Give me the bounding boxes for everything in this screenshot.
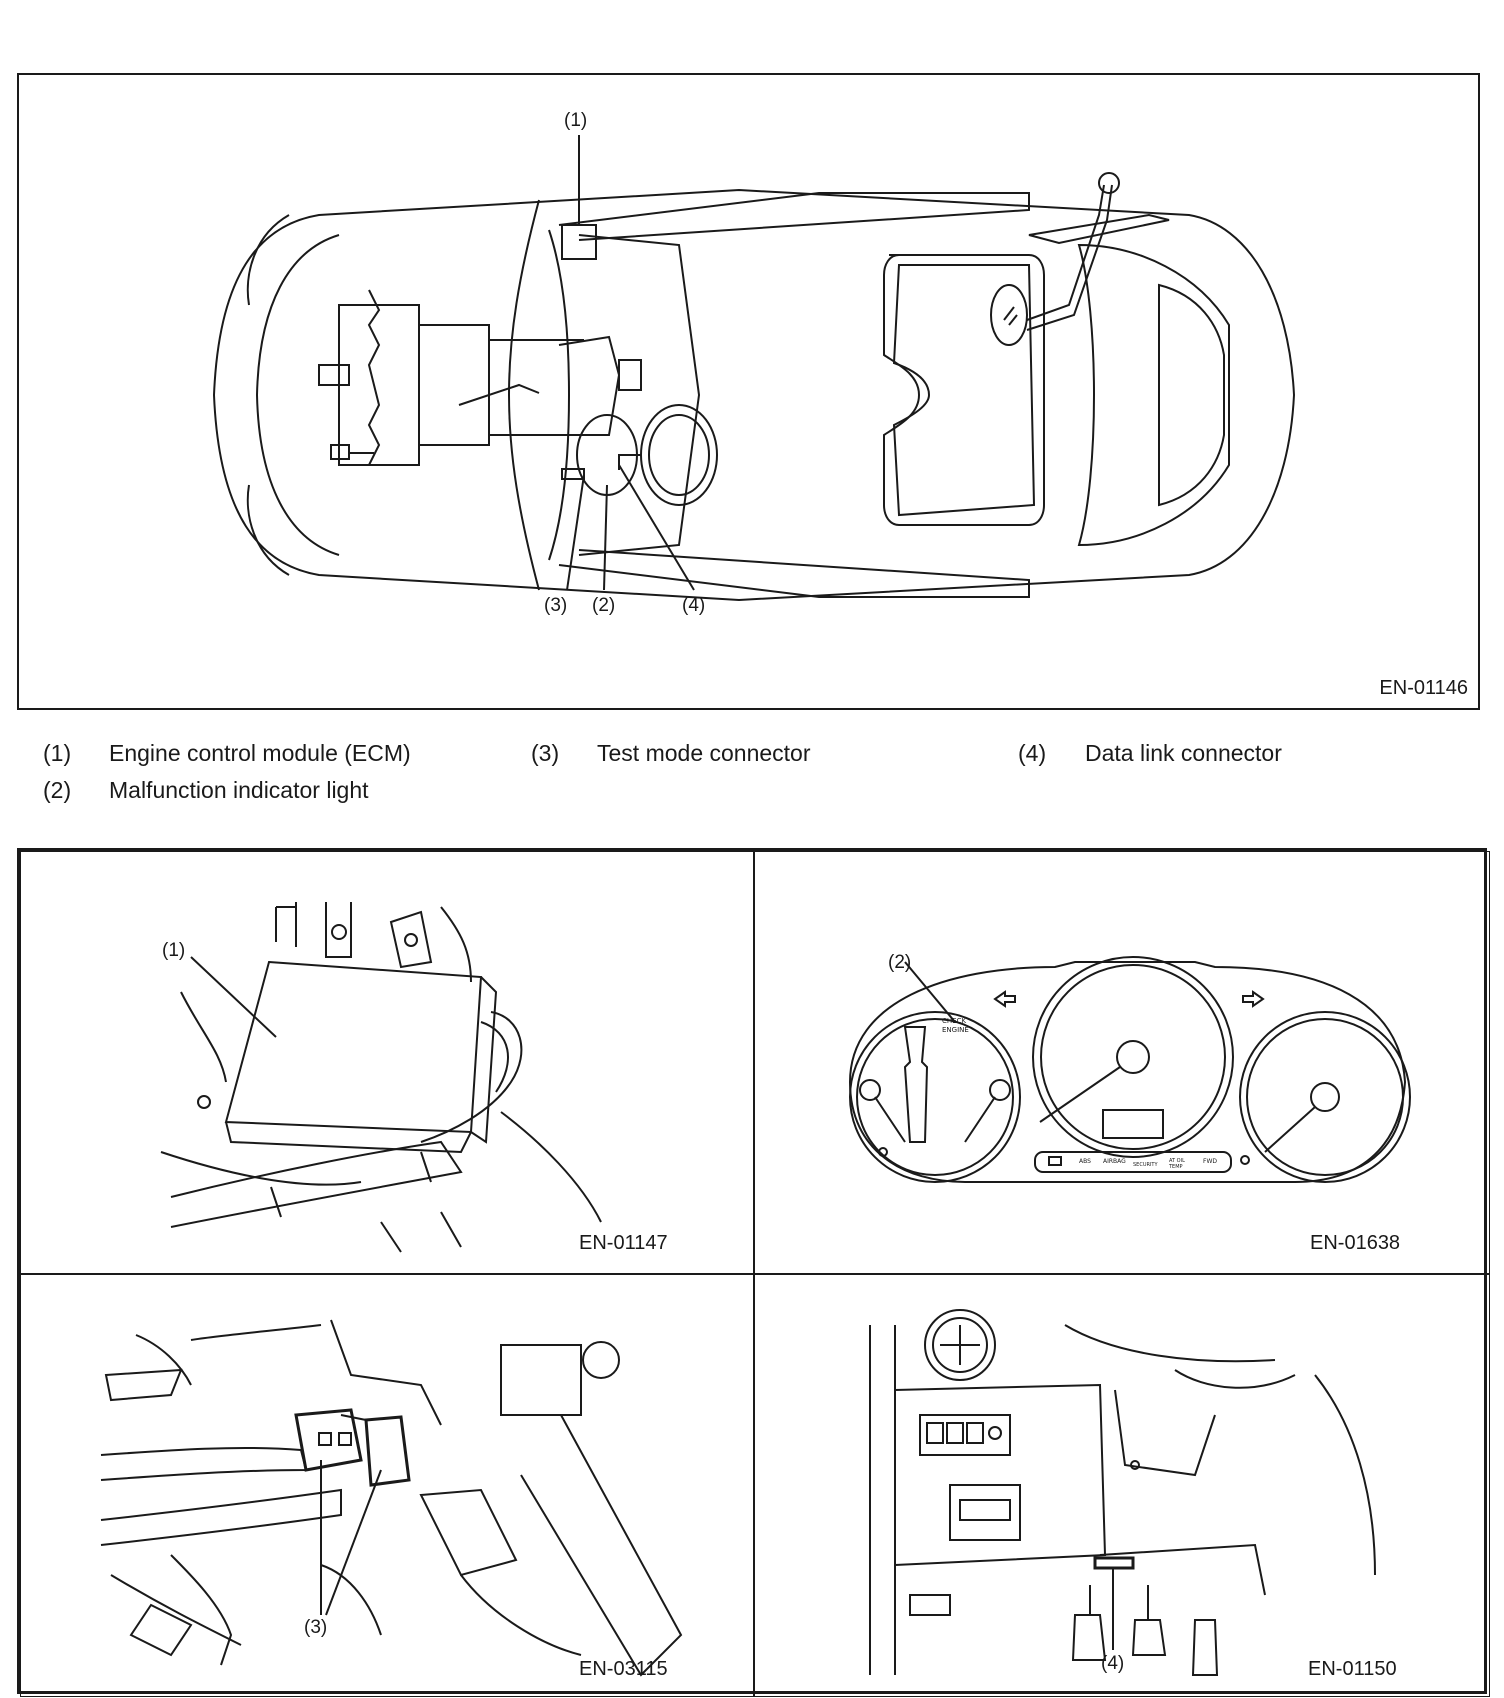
legend-num-3: (3) (531, 740, 560, 766)
warning-label-airbag: AIRBAG (1103, 1158, 1126, 1165)
instrument-cluster-illustration (848, 956, 1411, 1183)
ecm-figure-code: EN-01147 (579, 1232, 668, 1254)
data-link-connector-illustration (869, 1309, 1376, 1676)
warning-label-security: SECURITY (1133, 1162, 1158, 1168)
legend-text-2: Malfunction indicator light (109, 777, 369, 803)
legend-num-4: (4) (1018, 740, 1047, 766)
ecm-location-marker (561, 224, 597, 260)
legend-text-3: Test mode connector (597, 740, 811, 766)
test-mode-figure-code: EN-03115 (579, 1658, 668, 1680)
cluster-figure-code: EN-01638 (1310, 1232, 1401, 1254)
panel-instrument-cluster: CHECK ENGINE ABS AIRBAG SECURITY AT OIL … (754, 851, 1490, 1274)
test-mode-callout: (3) (304, 1617, 328, 1638)
legend-num-1: (1) (43, 740, 72, 766)
panel-ecm: (1) EN-01147 (20, 851, 754, 1274)
check-engine-label-1: CHECK (942, 1017, 967, 1025)
panel-data-link-connector: (4) EN-01150 (754, 1274, 1490, 1697)
detail-panels-grid: (1) EN-01147 (17, 848, 1490, 1697)
callout-1: (1) (564, 110, 588, 131)
figure-code: EN-01146 (1379, 677, 1468, 699)
warning-label-at-oil-temp: AT OIL TEMP (1169, 1158, 1185, 1170)
legend-num-2: (2) (43, 777, 72, 803)
warning-label-abs: ABS (1079, 1158, 1091, 1165)
ecm-callout: (1) (162, 940, 186, 961)
callout-4: (4) (682, 595, 706, 616)
warning-label-fwd: FWD (1203, 1158, 1218, 1165)
check-engine-label-2: ENGINE (942, 1026, 969, 1034)
ecm-illustration (160, 902, 602, 1253)
cluster-callout: (2) (888, 952, 912, 973)
test-mode-connector-illustration (100, 1319, 683, 1677)
callout-3: (3) (544, 595, 568, 616)
dlc-callout: (4) (1101, 1653, 1125, 1674)
dlc-figure-code: EN-01150 (1308, 1658, 1397, 1680)
callout-2: (2) (592, 595, 616, 616)
panel-test-mode-connector: (3) EN-03115 (20, 1274, 754, 1697)
car-top-view-diagram (212, 135, 1296, 602)
main-figure-frame: (1) (3) (2) (4) EN-01146 (17, 73, 1480, 710)
legend-text-4: Data link connector (1085, 740, 1282, 766)
legend-text-1: Engine control module (ECM) (109, 740, 411, 766)
